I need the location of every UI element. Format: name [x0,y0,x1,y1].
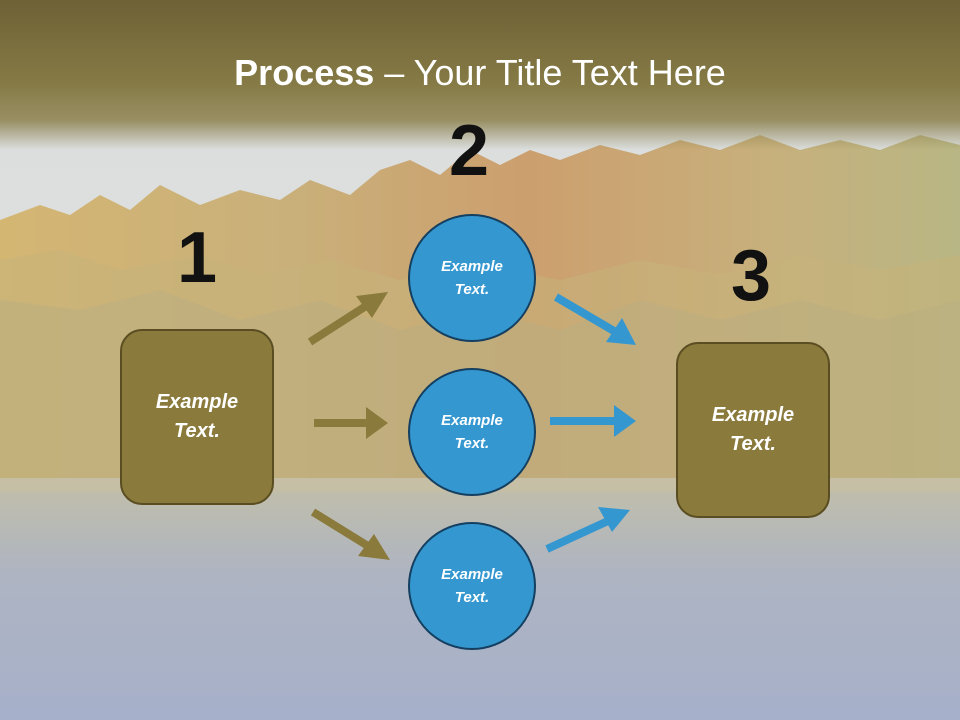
circle-middle: Example Text. [408,368,536,496]
step-number-1: 1 [177,218,218,298]
step-3-box: Example Text. [676,342,830,518]
step-1-box: Example Text. [120,329,274,505]
slide-title: Process – Your Title Text Here [0,52,960,94]
step-number-2: 2 [449,111,490,191]
step-number-3: 3 [731,236,772,316]
circle-top: Example Text. [408,214,536,342]
circle-middle-text: Example Text. [441,412,503,452]
circle-bottom-text: Example Text. [441,566,503,606]
title-bold: Process [234,52,375,93]
title-rest: – Your Title Text Here [374,52,726,93]
circle-top-text: Example Text. [441,258,503,298]
title-bar [0,0,960,150]
step-1-text: Example Text. [155,391,239,442]
step-3-text: Example Text. [711,404,795,455]
circle-bottom: Example Text. [408,522,536,650]
